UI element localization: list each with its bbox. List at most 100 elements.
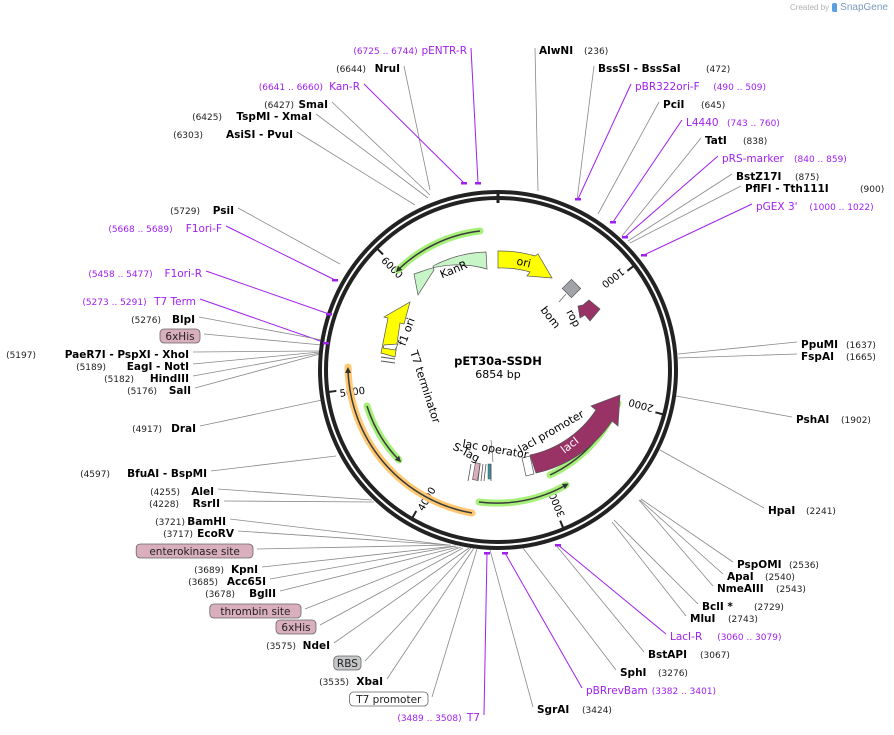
site-name: Kan-R xyxy=(329,81,360,93)
feature-6xhis[interactable]: 6xHis xyxy=(275,619,317,635)
enzyme-site-xbai[interactable]: XbaI(3535) xyxy=(319,676,383,688)
enzyme-site-blpi[interactable]: BlpI(5276) xyxy=(131,314,195,326)
enzyme-site-pflfi-tth111i[interactable]: PflFI - Tth111I(900) xyxy=(745,183,884,195)
enzyme-site-nrui[interactable]: NruI(6644) xyxy=(336,63,400,75)
enzyme-site-bamhi[interactable]: BamHI(3721) xyxy=(155,516,226,528)
enzyme-site-bstapi[interactable]: BstAPI(3067) xyxy=(648,649,730,661)
rop-feature[interactable] xyxy=(577,299,601,322)
enzyme-site-drai[interactable]: DraI(4917) xyxy=(132,423,196,435)
primer-l4440[interactable]: L4440(743 .. 760) xyxy=(686,117,780,129)
enzyme-site-pcii[interactable]: PciI(645) xyxy=(663,99,725,111)
f1-ori-feature[interactable] xyxy=(380,301,411,358)
leader-line xyxy=(210,455,337,472)
leader-line xyxy=(643,203,753,256)
primer-binding-mark xyxy=(323,342,329,345)
primer-laci-r[interactable]: LacI-R(3060 .. 3079) xyxy=(670,631,781,643)
site-position: (743 .. 760) xyxy=(727,119,780,129)
enzyme-site-pshai[interactable]: PshAI(1902) xyxy=(796,414,871,426)
feature-rbs[interactable]: RBS xyxy=(333,655,362,671)
site-name: LacI-R xyxy=(670,631,702,643)
primer-f1ori-r[interactable]: F1ori-R(5458 .. 5477) xyxy=(88,268,202,280)
enzyme-site-rsrii[interactable]: RsrII(4228) xyxy=(149,498,220,510)
primer-pbrrevbam[interactable]: pBRrevBam(3382 .. 3401) xyxy=(586,685,716,697)
leader-line xyxy=(431,548,478,698)
enzyme-site-hindiii[interactable]: HindIII(5182) xyxy=(104,373,189,385)
enzyme-site-sphi[interactable]: SphI(3276) xyxy=(620,667,688,679)
enzyme-site-smai[interactable]: SmaI(6427) xyxy=(264,99,328,111)
feature-thrombin-site[interactable]: thrombin site xyxy=(209,603,302,619)
enzyme-site-alwni[interactable]: AlwNI (236) xyxy=(539,45,608,57)
enzyme-site-asisi-pvui[interactable]: AsiSI - PvuI(6303) xyxy=(173,129,293,141)
enzyme-site-bstz17i[interactable]: BstZ17I(875) xyxy=(736,171,819,183)
kanr-feature[interactable] xyxy=(413,251,488,296)
tick-6000 xyxy=(376,248,384,256)
enzyme-site-paer7i-pspxi-xhoi[interactable]: PaeR7I - PspXI - XhoI(5197) xyxy=(6,349,189,361)
plasmid-name: pET30a-SSDH xyxy=(454,354,542,368)
t7-terminator-feature[interactable] xyxy=(380,343,399,364)
leader-line xyxy=(225,225,336,281)
site-name: pBRrevBam xyxy=(586,685,648,697)
leader-line xyxy=(192,351,321,365)
primer-pentr-r[interactable]: pENTR-R(6725 .. 6744) xyxy=(353,45,467,57)
site-position: (2241) xyxy=(806,507,836,517)
site-position: (5668 .. 5689) xyxy=(108,225,172,235)
site-position: (236) xyxy=(584,47,608,57)
enzyme-site-sali[interactable]: SalI(5176) xyxy=(127,385,191,397)
enzyme-site-ecorv[interactable]: EcoRV(3717) xyxy=(163,528,235,540)
primer-prs-marker[interactable]: pRS-marker(840 .. 859) xyxy=(722,153,847,165)
site-name: AlwNI xyxy=(539,45,573,57)
site-name: PpuMI xyxy=(801,339,838,351)
enzyme-site-acc65i[interactable]: Acc65I(3685) xyxy=(188,576,266,588)
laci-promoter-feature[interactable] xyxy=(521,455,535,477)
enzyme-site-sgrai[interactable]: SgrAI(3424) xyxy=(537,704,612,716)
enzyme-site-bsssi-bsssai[interactable]: BssSI - BssSaI(472) xyxy=(598,63,730,75)
enzyme-site-nmeaiii[interactable]: NmeAIII(2543) xyxy=(717,583,806,595)
site-position: (3575) xyxy=(266,642,296,652)
primer-t7-term[interactable]: T7 Term(5273 .. 5291) xyxy=(82,296,196,308)
lac-operator-stag-cluster[interactable] xyxy=(467,439,494,482)
primer-t7[interactable]: T7(3489 .. 3508) xyxy=(397,712,480,724)
enzyme-site-ndei[interactable]: NdeI(3575) xyxy=(266,640,330,652)
site-name: pRS-marker xyxy=(722,153,785,165)
enzyme-site-fspai[interactable]: FspAI(1665) xyxy=(801,351,876,363)
site-name: pENTR-R xyxy=(421,45,467,57)
site-name: PciI xyxy=(663,99,684,111)
primer-f1ori-f[interactable]: F1ori-F(5668 .. 5689) xyxy=(108,223,222,235)
enzyme-site-eagi-noti[interactable]: EagI - NotI(5189) xyxy=(76,361,189,373)
enzyme-site-bglii[interactable]: BglII(3678) xyxy=(205,588,276,600)
leader-line xyxy=(621,137,702,237)
enzyme-site-bfuai-bspmi[interactable]: BfuAI - BspMI(4597) xyxy=(80,468,207,480)
primer-binding-mark xyxy=(461,182,467,185)
enzyme-site-pspomi[interactable]: PspOMI(2536) xyxy=(737,559,819,571)
feature-enterokinase-site[interactable]: enterokinase site xyxy=(135,543,254,559)
primer-kan-r[interactable]: Kan-R(6641 .. 6660) xyxy=(259,81,360,93)
laci-feature[interactable] xyxy=(529,394,621,474)
primer-pbr322ori-f[interactable]: pBR322ori-F(490 .. 509) xyxy=(635,81,766,93)
site-name: BstAPI xyxy=(648,649,687,661)
feature-6xhis[interactable]: 6xHis xyxy=(159,328,201,344)
ori-feature[interactable] xyxy=(497,250,553,279)
site-name: BstZ17I xyxy=(736,171,781,183)
site-position: (5458 .. 5477) xyxy=(88,270,152,280)
bom-feature[interactable] xyxy=(561,278,582,299)
enzyme-site-hpai[interactable]: HpaI(2241) xyxy=(768,505,836,517)
enzyme-site-ppumi[interactable]: PpuMI(1637) xyxy=(801,339,876,351)
leader-line xyxy=(613,519,699,605)
enzyme-site-psii[interactable]: PsiI(5729) xyxy=(170,205,234,217)
enzyme-site-mlui[interactable]: MluI(2743) xyxy=(690,613,758,625)
enzyme-site-apai[interactable]: ApaI(2540) xyxy=(727,571,795,583)
enzyme-site-bcli-[interactable]: BclI *(2729) xyxy=(702,601,784,613)
leader-line xyxy=(677,341,798,355)
site-position: (490 .. 509) xyxy=(713,83,766,93)
primer-pgex-3-[interactable]: pGEX 3'(1000 .. 1022) xyxy=(756,201,874,213)
enzyme-site-tati[interactable]: TatI(838) xyxy=(705,135,767,147)
feature-t7-promoter[interactable]: T7 promoter xyxy=(349,691,429,707)
enzyme-site-kpni[interactable]: KpnI(3689) xyxy=(194,564,258,576)
site-position: (3685) xyxy=(188,578,218,588)
site-name: TspMI - XmaI xyxy=(236,111,312,123)
enzyme-site-tspmi-xmai[interactable]: TspMI - XmaI(6425) xyxy=(192,111,312,123)
site-position: (1000 .. 1022) xyxy=(809,203,873,213)
enzyme-site-alei[interactable]: AleI(4255) xyxy=(150,486,214,498)
site-name: SalI xyxy=(169,385,191,397)
site-name: PshAI xyxy=(796,414,829,426)
